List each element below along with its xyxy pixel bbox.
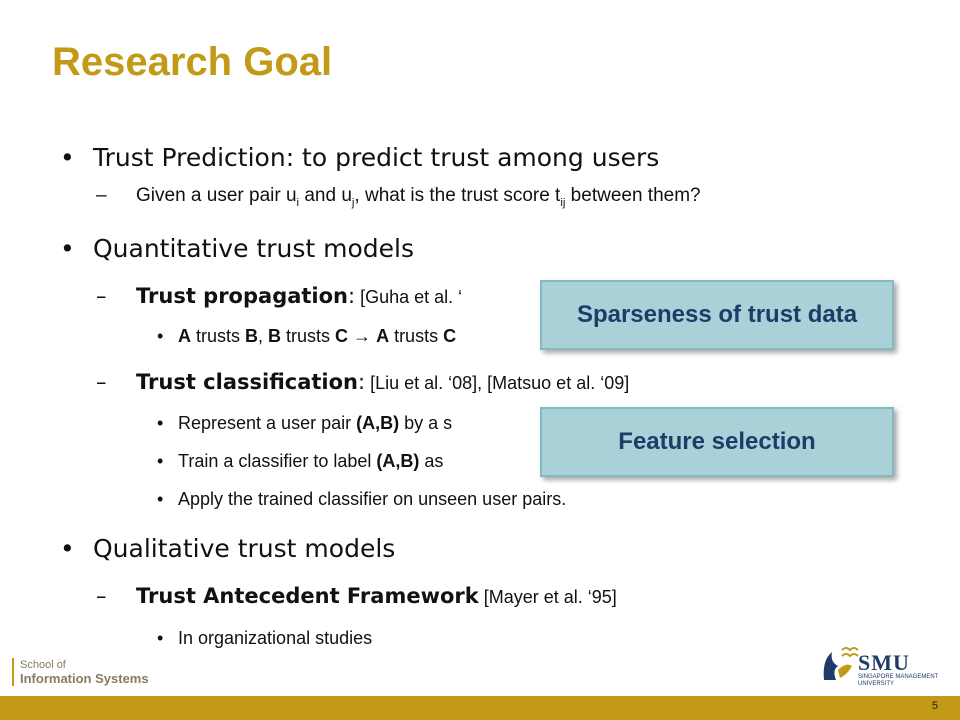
school-logo-line2: Information Systems xyxy=(20,671,149,686)
text-fragment: as xyxy=(419,451,444,471)
text-fragment: , what is the trust score t xyxy=(354,185,561,206)
text-fragment: trusts xyxy=(389,326,444,346)
term: Trust Antecedent Framework xyxy=(136,584,479,608)
sub-sub-bullet-organizational: In organizational studies xyxy=(178,628,373,648)
sub-sub-bullet-train-classifier: Train a classifier to label (A,B) as xyxy=(178,451,443,472)
text-fragment: C xyxy=(335,326,349,346)
callout-feature-selection: Feature selection xyxy=(540,407,894,477)
school-logo-line1: School of xyxy=(20,659,66,671)
dash-marker: – xyxy=(96,185,107,206)
text-fragment: Represent a user pair xyxy=(178,413,357,433)
smu-wordmark: SMU xyxy=(858,650,910,675)
dash-marker: – xyxy=(96,370,107,394)
dash-marker: – xyxy=(96,584,107,608)
text-fragment: A xyxy=(376,326,390,346)
term: Trust propagation xyxy=(136,284,349,308)
bullet-marker: • xyxy=(60,534,75,563)
sub-sub-bullet-transitivity: A trusts B, B trusts C → A trusts C xyxy=(178,326,456,347)
citation: [Mayer et al. ‘95] xyxy=(478,587,617,607)
text-fragment: Given a user pair u xyxy=(136,185,297,206)
citation: [Guha et al. ‘ xyxy=(355,287,463,307)
text-fragment: and u xyxy=(299,185,352,206)
bullet-marker: • xyxy=(60,143,75,172)
text-fragment: : xyxy=(348,284,356,308)
text-fragment: trusts xyxy=(191,326,246,346)
text-fragment: by a s xyxy=(399,413,453,433)
callout-sparseness: Sparseness of trust data xyxy=(540,280,894,350)
subscript: ij xyxy=(560,196,566,209)
dash-marker: – xyxy=(96,284,107,308)
sub-bullet-trust-propagation: Trust propagation: [Guha et al. ‘ xyxy=(136,284,462,308)
sub-sub-bullet-apply-classifier: Apply the trained classifier on unseen u… xyxy=(178,489,567,509)
page-number: 5 xyxy=(931,700,938,712)
bullet-marker: • xyxy=(157,326,164,346)
slide-title: Research Goal xyxy=(52,40,333,84)
school-logo: School of Information Systems xyxy=(12,658,149,686)
text-fragment: → xyxy=(348,326,377,346)
sub-bullet-trust-antecedent: Trust Antecedent Framework [Mayer et al.… xyxy=(136,584,617,608)
text-fragment: B xyxy=(268,326,282,346)
smu-subtitle: SINGAPORE MANAGEMENT UNIVERSITY xyxy=(858,674,939,687)
footer-bar xyxy=(0,696,960,720)
bullet-trust-prediction: Trust Prediction: to predict trust among… xyxy=(93,143,660,172)
citation: [Liu et al. ‘08], [Matsuo et al. ‘09] xyxy=(365,373,630,393)
subscript: j xyxy=(351,196,355,209)
sub-sub-bullet-represent-pair: Represent a user pair (A,B) by a s xyxy=(178,413,452,434)
bullet-marker: • xyxy=(60,234,75,263)
text-fragment: C xyxy=(443,326,457,346)
text-fragment: A xyxy=(178,326,191,346)
term: Trust classification xyxy=(136,370,358,394)
bullet-marker: • xyxy=(157,451,164,471)
text-fragment: , xyxy=(258,326,269,346)
text-fragment: trusts xyxy=(281,326,336,346)
text-fragment: (A,B) xyxy=(376,451,420,471)
subscript: i xyxy=(296,196,300,209)
text-fragment: Train a classifier to label xyxy=(178,451,377,471)
bullet-marker: • xyxy=(157,489,164,509)
text-fragment: : xyxy=(358,370,366,394)
bullet-qualitative-models: Qualitative trust models xyxy=(93,534,396,563)
bullet-quantitative-models: Quantitative trust models xyxy=(93,234,414,263)
text-fragment: (A,B) xyxy=(356,413,400,433)
sub-bullet-user-pair-question: Given a user pair ui and uj, what is the… xyxy=(136,185,701,209)
bullet-marker: • xyxy=(157,628,164,648)
bullet-marker: • xyxy=(157,413,164,433)
text-fragment: between them? xyxy=(565,185,701,206)
sub-bullet-trust-classification: Trust classification: [Liu et al. ‘08], … xyxy=(136,370,629,394)
text-fragment: B xyxy=(245,326,259,346)
smu-crest-icon xyxy=(823,647,859,680)
